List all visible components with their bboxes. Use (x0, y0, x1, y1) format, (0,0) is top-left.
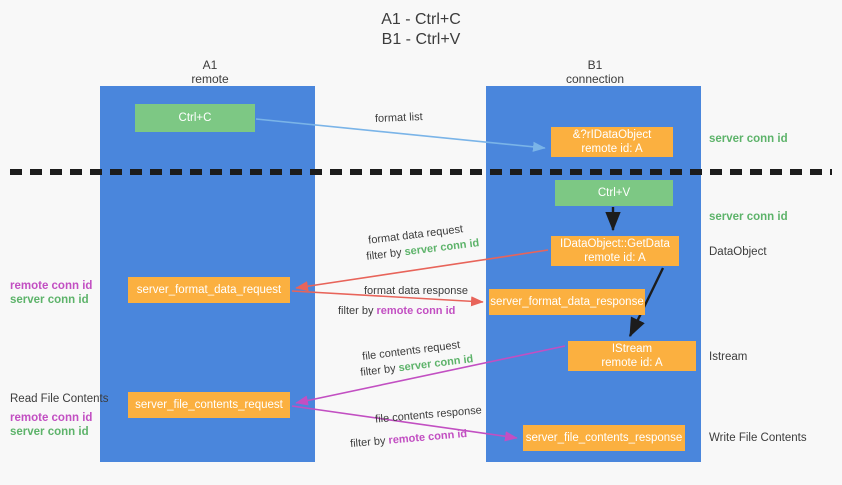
phase-separator-dashed-line (10, 169, 832, 175)
node-idataobject-line2: remote id: A (581, 143, 643, 155)
annotation-dataobject: DataObject (709, 246, 767, 258)
annotation-server-conn-id-bottom: server conn id (10, 426, 89, 438)
node-server-file-contents-response[interactable]: server_file_contents_response (523, 425, 685, 451)
node-server-format-data-response-label: server_format_data_response (490, 296, 644, 308)
node-ctrl-c[interactable]: Ctrl+C (135, 104, 255, 132)
title-line-2: B1 - Ctrl+V (381, 31, 461, 48)
node-server-format-data-request[interactable]: server_format_data_request (128, 277, 290, 303)
lane-header-b1: B1 connection (495, 58, 695, 86)
annotation-remote-conn-id-bottom: remote conn id (10, 412, 93, 424)
edge-label-format-data-response-filter: filter by remote conn id (338, 304, 455, 319)
lane-b1-name: B1 (587, 58, 603, 72)
node-server-file-contents-request[interactable]: server_file_contents_request (128, 392, 290, 418)
filter-prefix: filter by (359, 362, 400, 379)
node-istream-line2: remote id: A (601, 357, 663, 369)
node-getdata-line1: IDataObject::GetData (560, 238, 670, 250)
lane-a1-name: A1 (202, 58, 218, 72)
node-server-file-contents-response-label: server_file_contents_response (525, 432, 683, 444)
annotation-write-file-contents: Write File Contents (709, 432, 807, 444)
filter-prefix: filter by (365, 246, 406, 263)
node-server-format-data-response[interactable]: server_format_data_response (489, 289, 645, 315)
filter-value-remote-conn-id: remote conn id (388, 427, 468, 447)
annotation-istream: Istream (709, 351, 748, 363)
annotation-server-conn-id-top: server conn id (709, 133, 788, 145)
node-ctrl-c-label: Ctrl+C (178, 112, 212, 124)
node-ctrl-v[interactable]: Ctrl+V (555, 180, 673, 206)
node-istream[interactable]: IStream remote id: A (568, 341, 696, 371)
filter-value-remote-conn-id: remote conn id (376, 305, 456, 317)
filter-prefix: filter by (349, 434, 390, 451)
lane-b1-subtitle: connection (565, 72, 625, 86)
node-idataobject-line1: &?rIDataObject (572, 129, 652, 141)
edge-label-file-contents-response-filter: filter by remote conn id (350, 427, 468, 452)
node-server-file-contents-request-label: server_file_contents_request (135, 399, 283, 411)
node-server-format-data-request-label: server_format_data_request (136, 284, 282, 296)
node-getdata-line2: remote id: A (584, 252, 646, 264)
node-idataobject[interactable]: &?rIDataObject remote id: A (551, 127, 673, 157)
node-ctrl-v-label: Ctrl+V (597, 187, 631, 199)
filter-prefix: filter by (338, 305, 377, 317)
title-line-1: A1 - Ctrl+C (381, 11, 461, 28)
annotation-conn-ids-middle: remote conn id server conn id (10, 279, 92, 307)
diagram-title: A1 - Ctrl+C B1 - Ctrl+V (0, 10, 842, 50)
edge-label-format-list: format list (374, 110, 423, 126)
lane-header-a1: A1 remote (110, 58, 310, 86)
annotation-remote-conn-id-middle: remote conn id (10, 280, 93, 292)
edge-label-file-contents-response: file contents response (374, 404, 483, 426)
annotation-server-conn-id-middle: server conn id (10, 294, 89, 306)
node-idataobject-getdata[interactable]: IDataObject::GetData remote id: A (551, 236, 679, 266)
lane-a1-subtitle: remote (191, 72, 229, 86)
edge-label-format-data-response: format data response (364, 285, 468, 297)
annotation-conn-ids-bottom: remote conn id server conn id (10, 411, 92, 439)
node-istream-line1: IStream (611, 343, 653, 355)
annotation-read-file-contents: Read File Contents (10, 393, 109, 405)
annotation-server-conn-id-mid: server conn id (709, 211, 788, 223)
